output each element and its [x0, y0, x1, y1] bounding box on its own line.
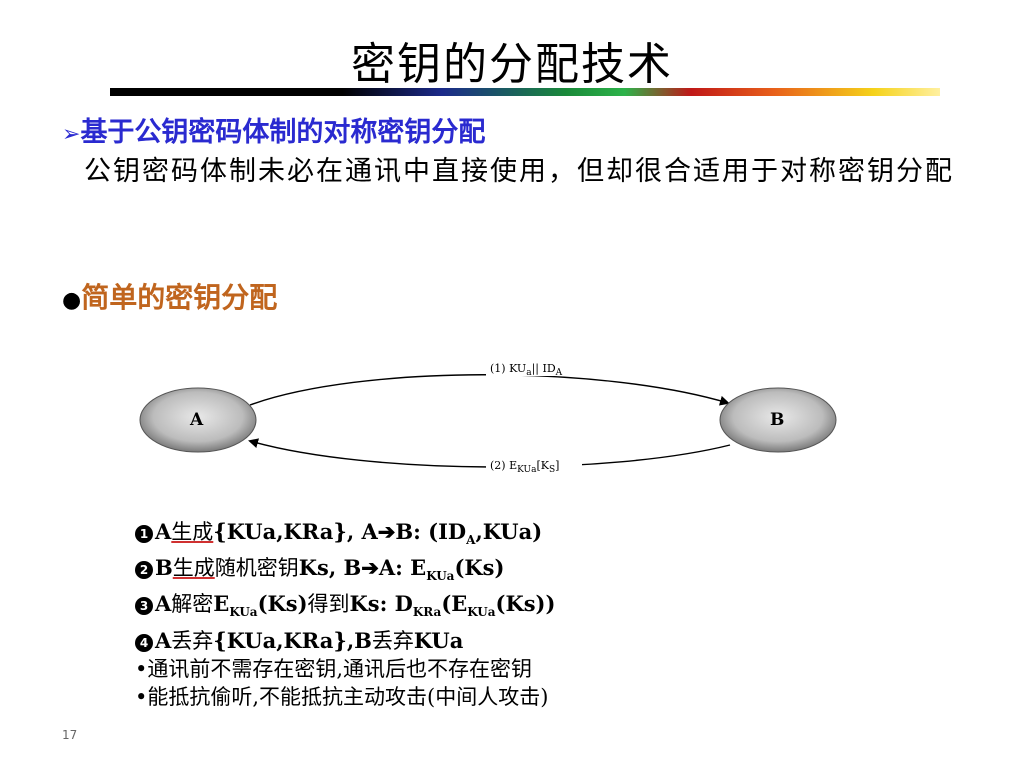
step-number-badge: 1 — [135, 525, 153, 543]
node-a-label: A — [189, 410, 204, 430]
arrow1-label: (1) KUa|| IDA — [490, 362, 563, 378]
page-number: 17 — [62, 728, 78, 742]
subsection-heading-text: 简单的密钥分配 — [81, 281, 278, 314]
node-b — [719, 387, 837, 453]
node-a — [139, 387, 257, 453]
note-2: •能抵抗偷听,不能抵抗主动攻击(中间人攻击) — [135, 684, 549, 709]
arrow-a-to-b — [249, 374, 730, 406]
right-arrow-icon: ➔ — [361, 555, 379, 581]
section-heading: ➢基于公钥密码体制的对称密钥分配 — [62, 110, 485, 149]
section-heading-text: 基于公钥密码体制的对称密钥分配 — [80, 117, 486, 148]
arrow2-label: (2) EKUa[KS] — [490, 459, 559, 475]
step-number-badge: 3 — [135, 597, 153, 616]
subsection-heading: ●简单的密钥分配 — [62, 276, 277, 316]
slide-title: 密钥的分配技术 — [351, 39, 673, 90]
dot-bullet-icon: ● — [62, 288, 82, 313]
arrow-bullet-icon: ➢ — [62, 122, 81, 147]
title-underline-bar — [110, 88, 940, 96]
step-number-badge: 2 — [135, 561, 153, 580]
note-1: •通讯前不需存在密钥,通讯后也不存在密钥 — [135, 656, 533, 681]
section-paragraph: 公钥密码体制未必在通讯中直接使用，但却很合适用于对称密钥分配 — [84, 156, 954, 187]
right-arrow-icon: ➔ — [377, 519, 396, 544]
step-number-badge: 4 — [135, 633, 153, 652]
node-b-label: B — [770, 410, 784, 430]
key-distribution-diagram: A B (1) KUa|| IDA (2) EKUa[KS] — [139, 360, 837, 475]
